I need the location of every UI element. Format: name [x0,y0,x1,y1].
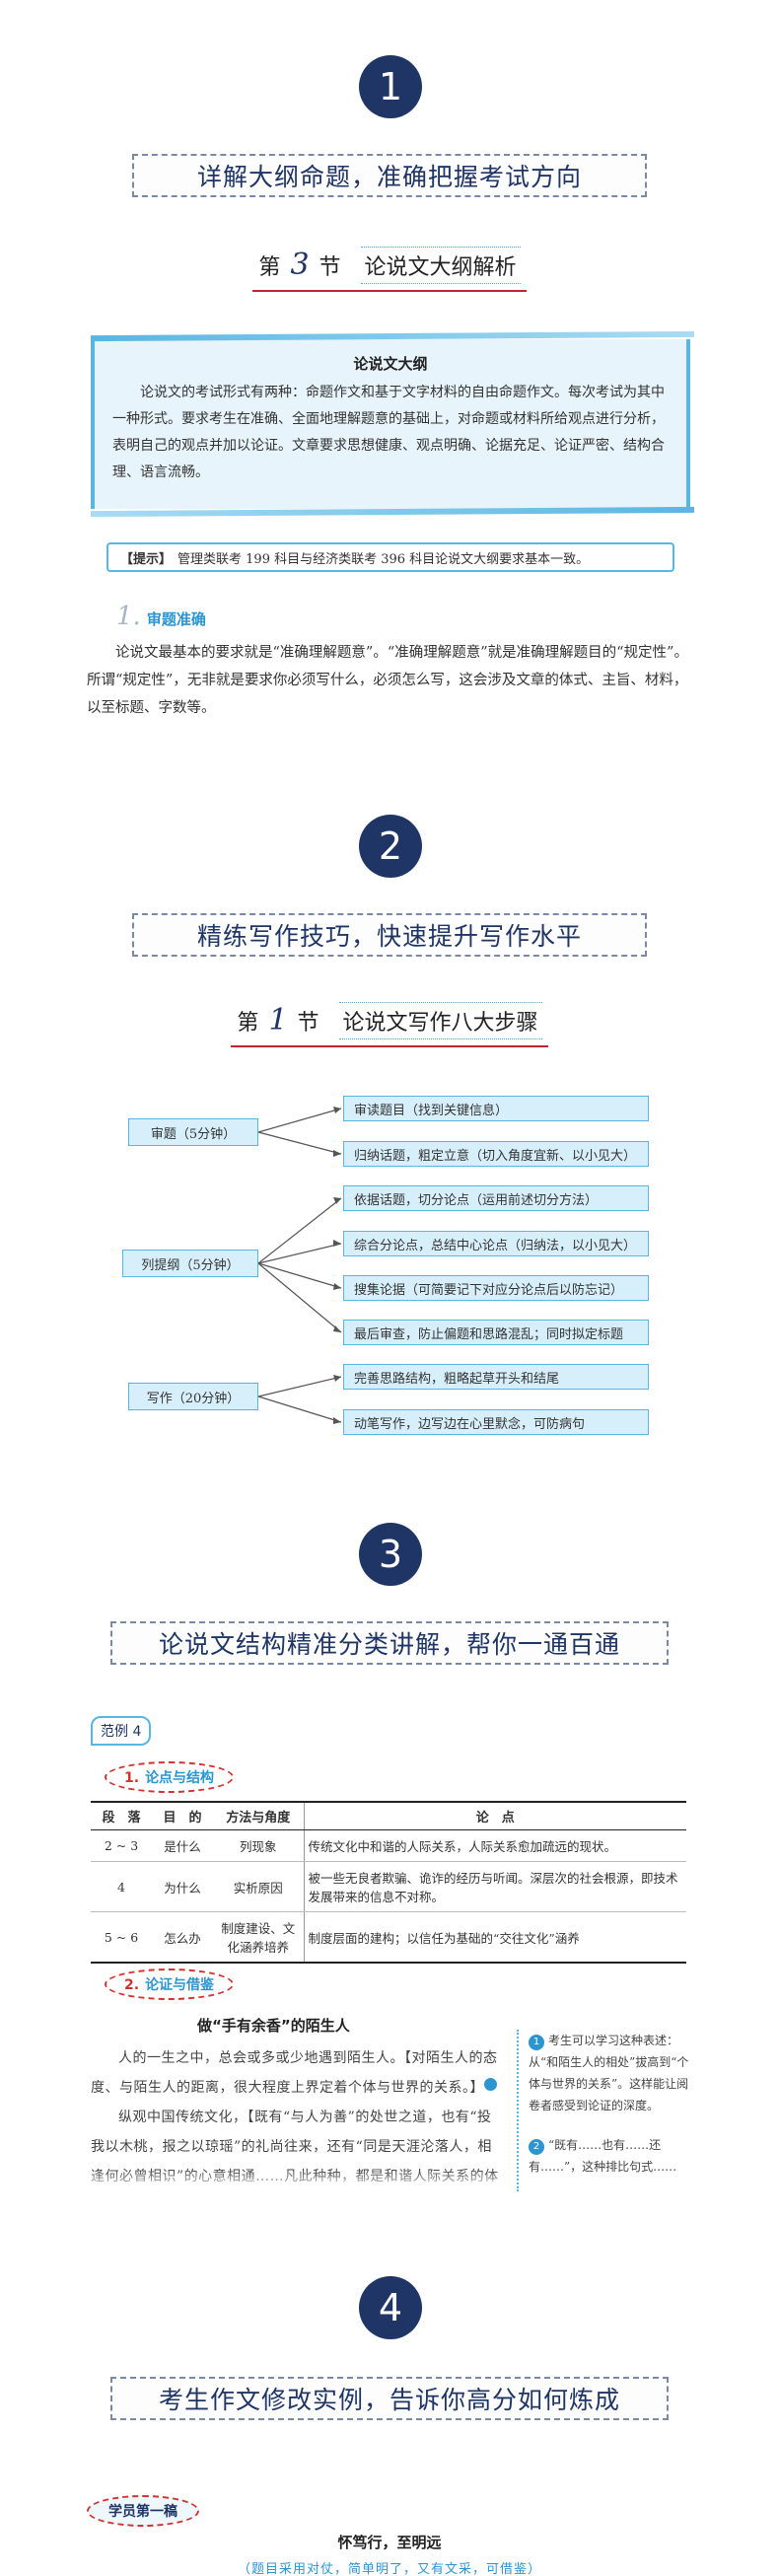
tip-box: 【提示】 管理类联考 199 科目与经济类联考 396 科目论说文大纲要求基本一… [106,542,674,572]
flow-stage-review: 审题（5分钟） [128,1118,258,1146]
excerpt-fade [91,2170,505,2191]
subhead-title: 审题准确 [146,610,206,628]
table-cell: 制度层面的建构；以信任为基础的“交往文化”涵养 [304,1911,686,1964]
body-paragraph: 论说文最基本的要求就是“准确理解题意”。“准确理解题意”就是准确理解题目的“规定… [87,645,688,716]
example-tag: 范例 4 [91,1716,152,1746]
table-cell: 怎么办 [152,1911,213,1964]
table-cell: 2 ~ 3 [91,1829,152,1862]
table-cell: 为什么 [152,1861,213,1912]
table-cell: 传统文化中和谐的人际关系，人际关系愈加疏远的现状。 [304,1829,686,1862]
table-header: 目 的 [152,1801,213,1830]
flow-step: 审读题目（找到关键信息） [343,1096,649,1121]
table-header: 方法与角度 [213,1801,305,1830]
structure-table: 段 落 目 的 方法与角度 论 点 2 ~ 3 是什么 列现象 传统文化中和谐的… [91,1801,686,1964]
flow-step: 动笔写作，边写边在心里默念，可防病句 [343,1409,649,1435]
note-number: 1 [529,2035,544,2050]
flow-stage-outline: 列提纲（5分钟） [122,1250,258,1277]
flow-step: 依据话题，切分论点（运用前述切分方法） [343,1185,649,1211]
table-row: 4 为什么 实析原因 被一些无良者欺骗、诡诈的经历与听闻。深层次的社会根源，即技… [91,1861,686,1912]
chapter-prefix: 第 [237,1011,259,1036]
table-row: 5 ~ 6 怎么办 制度建设、文化涵养培养 制度层面的建构；以信任为基础的“交往… [91,1911,686,1964]
part-label-argumentation: 2. 论证与借鉴 [105,1968,235,2000]
outline-title: 论说文大纲 [353,355,428,373]
part-title: 论点与结构 [145,1770,215,1786]
section-banner-2: 精练写作技巧，快速提升写作水平 [132,913,647,957]
outline-text: 论说文的考试形式有两种：命题作文和基于文字材料的自由命题作文。每次考试为其中一种… [112,385,665,480]
section-number-4: 4 [359,2276,422,2339]
essay-title: 做“手有余香”的陌生人 [197,2017,350,2035]
part-title: 论证与借鉴 [145,1977,215,1993]
subhead-1: 1. 审题准确 [116,602,206,631]
chapter-title-1: 第 3 节 论说文大纲解析 [0,247,779,292]
outline-box: 论说文大纲 论说文的考试形式有两种：命题作文和基于文字材料的自由命题作文。每次考… [91,339,690,509]
tip-text: 管理类联考 199 科目与经济类联考 396 科目论说文大纲要求基本一致。 [177,551,590,567]
table-cell: 4 [91,1861,152,1912]
table-cell: 实析原因 [213,1861,305,1912]
draft-title: 怀笃行，至明远 [337,2534,442,2551]
table-header: 段 落 [91,1801,152,1830]
note-number: 2 [529,2139,544,2155]
annotation-note: 2“既有……也有……还有……”，这种排比句式…… [529,2134,690,2178]
part-index: 1. [124,1770,140,1786]
essay-excerpt: 人的一生之中，总会或多或少地遇到陌生人。【对陌生人的态度、与陌生人的距离，很大程… [91,2043,505,2191]
chapter-name: 论说文大纲解析 [360,247,521,284]
chapter-prefix: 第 [258,255,281,280]
chapter-suffix: 节 [319,255,341,280]
flow-stage-writing: 写作（20分钟） [128,1383,258,1410]
flow-step: 归纳话题，粗定立意（切入角度宜新、以小见大） [343,1141,649,1167]
part-index: 2. [124,1977,140,1993]
section-banner-4: 考生作文修改实例，告诉你高分如何炼成 [110,2377,669,2420]
chapter-name: 论说文写作八大步骤 [338,1002,542,1039]
chapter-number: 1 [268,1003,288,1038]
flow-step: 完善思路结构，粗略起草开头和结尾 [343,1364,649,1390]
section-number-2: 2 [359,815,422,878]
flow-step: 搜集论据（可简要记下对应分论点后以防忘记） [343,1275,649,1301]
note-text: “既有……也有……还有……”，这种排比句式…… [529,2138,677,2174]
section-banner-1: 详解大纲命题，准确把握考试方向 [132,154,647,197]
table-row: 2 ~ 3 是什么 列现象 传统文化中和谐的人际关系，人际关系愈加疏远的现状。 [91,1829,686,1862]
table-cell: 5 ~ 6 [91,1911,152,1964]
table-cell: 是什么 [152,1829,213,1862]
table-cell: 制度建设、文化涵养培养 [213,1911,305,1964]
draft-tag: 学员第一稿 [87,2495,199,2527]
flow-step: 综合分论点，总结中心论点（归纳法，以小见大） [343,1231,649,1256]
essay-paragraph: 人的一生之中，总会或多或少地遇到陌生人。【对陌生人的态度、与陌生人的距离，很大程… [91,2050,498,2096]
chapter-number: 3 [290,248,310,282]
section-banner-3: 论说文结构精准分类讲解，帮你一通百通 [110,1621,669,1665]
flow-step: 最后审查，防止偏题和思路混乱；同时拟定标题 [343,1320,649,1345]
part-label-arguments-structure: 1. 论点与结构 [105,1761,235,1793]
tip-label: 【提示】 [120,551,173,567]
chapter-suffix: 节 [297,1011,319,1036]
section-number-1: 1 [359,55,422,118]
section-number-3: 3 [359,1523,422,1586]
table-header: 论 点 [304,1801,686,1830]
table-header-row: 段 落 目 的 方法与角度 论 点 [91,1801,686,1830]
subhead-number: 1. [116,602,141,631]
chapter-title-2: 第 1 节 论说文写作八大步骤 [0,1002,779,1047]
table-cell: 列现象 [213,1829,305,1862]
table-cell: 被一些无良者欺骗、诡诈的经历与听闻。深层次的社会根源，即技术发展带来的信息不对称… [304,1861,686,1912]
draft-subtitle: （题目采用对仗，简单明了，又有文采，可借鉴） [237,2562,541,2576]
annotation-marker: 1 [484,2077,505,2091]
note-text: 考生可以学习这种表述：从“和陌生人的相处”拔高到“个体与世界的关系”。这样能让阅… [529,2034,689,2112]
